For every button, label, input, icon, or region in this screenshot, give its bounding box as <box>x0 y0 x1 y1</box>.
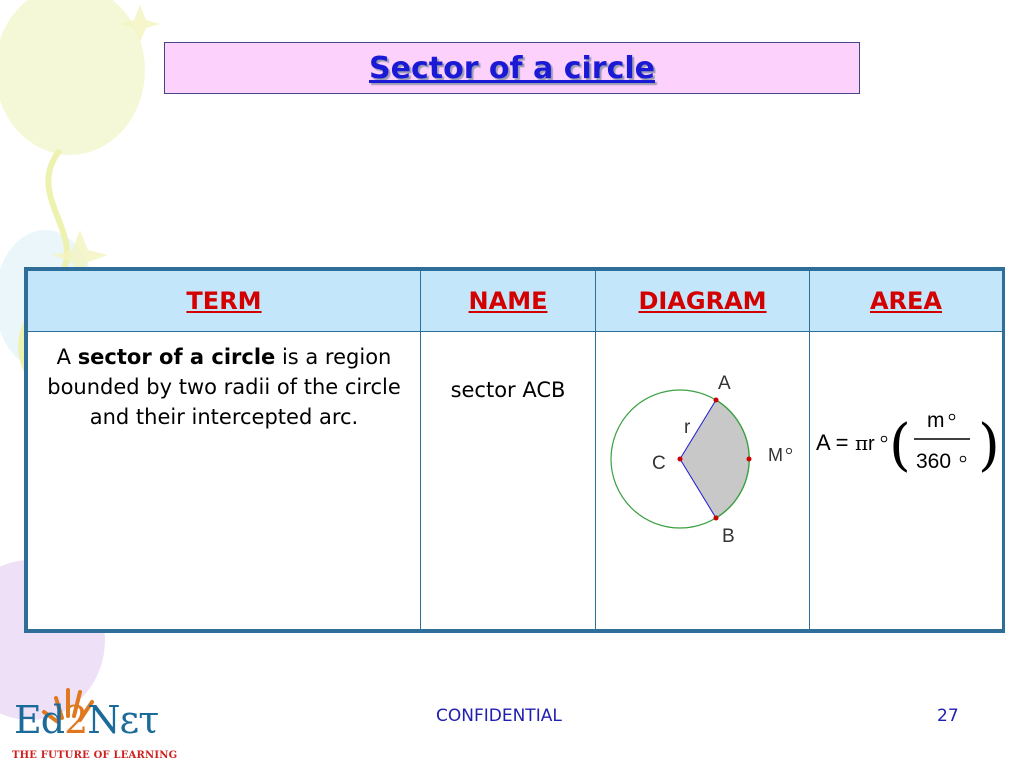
formula-pi: π <box>855 431 868 455</box>
point-a <box>713 397 719 403</box>
logo-wordmark: Ed2Nετ <box>14 698 159 742</box>
page-number: 27 <box>937 706 959 726</box>
label-a: A <box>718 373 731 394</box>
header-term: TERM <box>27 270 421 332</box>
label-m: M <box>768 445 783 465</box>
point-b <box>713 515 719 521</box>
area-formula: A = π r ( m 360 ) <box>816 409 1000 478</box>
radius-cb <box>679 458 717 519</box>
label-b: B <box>722 526 735 547</box>
sparkle-shape <box>52 230 108 282</box>
header-area: AREA <box>809 270 1003 332</box>
slide-title: Sector of a circle <box>369 50 655 86</box>
sector-region <box>680 400 750 518</box>
formula-r: r <box>868 433 875 455</box>
left-paren: ( <box>889 413 911 478</box>
point-c <box>677 456 683 462</box>
logo-text-1: Ed <box>14 698 65 742</box>
degree-symbol <box>785 447 793 455</box>
header-diagram: DIAGRAM <box>595 270 810 332</box>
label-c: C <box>652 453 666 474</box>
table-header-row: TERM NAME DIAGRAM AREA <box>27 270 1003 332</box>
header-name: NAME <box>420 270 596 332</box>
formula-lhs: A = <box>816 430 848 455</box>
table-grid: TERM NAME DIAGRAM AREA A sector of a cir… <box>27 270 1003 630</box>
logo-graphic <box>42 688 94 724</box>
logo-text-3: Nετ <box>87 698 159 742</box>
logo-tagline: THE FUTURE OF LEARNING <box>12 750 178 761</box>
logo-text-2: 2 <box>64 698 88 742</box>
right-paren: ) <box>978 413 1000 478</box>
sparkle-shape <box>120 5 160 42</box>
term-bold: sector of a circle <box>77 345 276 369</box>
info-table: TERM NAME DIAGRAM AREA A sector of a cir… <box>24 267 1005 633</box>
area-cell: A = π r ( m 360 ) <box>809 331 1003 630</box>
balloon-shape <box>0 0 145 155</box>
label-r: r <box>684 417 691 438</box>
denominator: 360 <box>916 450 951 473</box>
term-suffix: is a region bounded by two radii of the … <box>47 345 401 429</box>
logo-hand-icon <box>42 688 94 724</box>
degree-symbol <box>948 413 956 421</box>
diagram-cell: A B C r M <box>595 331 810 630</box>
name-cell: sector ACB <box>420 331 596 630</box>
term-prefix: A <box>56 345 78 369</box>
radius-ca <box>679 399 717 460</box>
footer-confidential: CONFIDENTIAL <box>436 706 562 726</box>
point-m <box>746 456 752 462</box>
term-cell: A sector of a circle is a region bounded… <box>27 331 421 630</box>
degree-symbol <box>959 455 967 463</box>
degree-symbol <box>880 435 888 443</box>
numerator: m <box>927 409 945 432</box>
sector-diagram: A B C r M <box>610 373 793 547</box>
title-box: Sector of a circle <box>164 42 860 94</box>
table-row: A sector of a circle is a region bounded… <box>27 331 1003 630</box>
